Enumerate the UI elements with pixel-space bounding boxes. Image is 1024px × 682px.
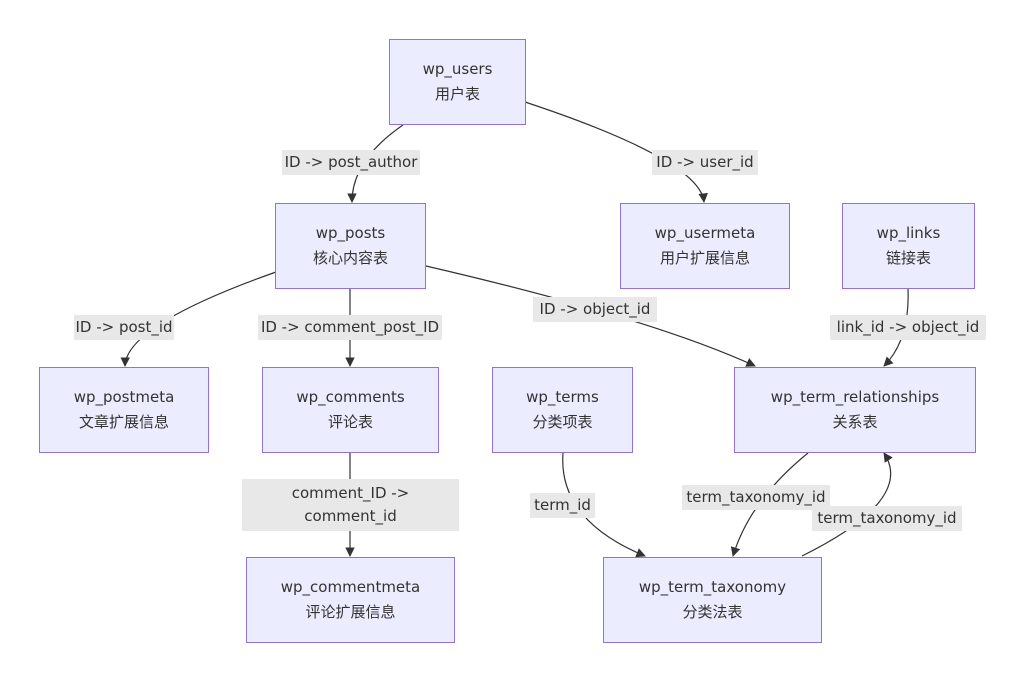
node-wp-links: wp_links 链接表 — [842, 203, 975, 289]
node-wp-users: wp_users 用户表 — [389, 39, 526, 125]
node-wp-term-relationships: wp_term_relationships 关系表 — [734, 367, 976, 453]
edge-label-posts-comments: ID -> comment_post_ID — [258, 315, 442, 340]
edge-label-posts-relationships: ID -> object_id — [533, 297, 657, 322]
node-wp-comments-desc: 评论表 — [327, 413, 373, 431]
edge-label-users-usermeta: ID -> user_id — [652, 150, 758, 175]
edge-label-comments-commentmeta: comment_ID -> comment_id — [242, 479, 459, 531]
node-wp-posts-desc: 核心内容表 — [312, 249, 388, 267]
node-wp-commentmeta: wp_commentmeta 评论扩展信息 — [246, 557, 455, 643]
node-wp-term-relationships-desc: 关系表 — [832, 413, 878, 431]
node-wp-commentmeta-name: wp_commentmeta — [280, 578, 421, 596]
node-wp-terms-desc: 分类项表 — [532, 413, 593, 431]
node-wp-comments-name: wp_comments — [296, 388, 405, 406]
node-wp-term-relationships-name: wp_term_relationships — [770, 388, 940, 406]
node-wp-usermeta-name: wp_usermeta — [654, 224, 756, 242]
node-wp-users-name: wp_users — [422, 60, 493, 78]
edge-label-terms-taxonomy: term_id — [530, 493, 595, 518]
node-wp-usermeta-desc: 用户扩展信息 — [659, 249, 750, 267]
node-wp-terms: wp_terms 分类项表 — [492, 367, 633, 453]
edge-taxonomy-relationships — [801, 452, 893, 557]
edge-label-relationships-taxonomy: term_taxonomy_id — [682, 485, 830, 510]
node-wp-terms-name: wp_terms — [526, 388, 599, 406]
node-wp-term-taxonomy: wp_term_taxonomy 分类法表 — [603, 557, 822, 643]
edge-label-posts-postmeta: ID -> post_id — [74, 315, 174, 340]
node-wp-postmeta: wp_postmeta 文章扩展信息 — [39, 367, 209, 453]
node-wp-usermeta: wp_usermeta 用户扩展信息 — [620, 203, 790, 289]
node-wp-comments: wp_comments 评论表 — [262, 367, 439, 453]
node-wp-posts-name: wp_posts — [315, 224, 386, 242]
node-wp-term-taxonomy-name: wp_term_taxonomy — [638, 578, 787, 596]
node-wp-postmeta-desc: 文章扩展信息 — [78, 413, 169, 431]
node-wp-posts: wp_posts 核心内容表 — [275, 203, 426, 289]
edge-label-users-posts: ID -> post_author — [282, 150, 420, 175]
node-wp-term-taxonomy-desc: 分类法表 — [682, 603, 743, 621]
node-wp-users-desc: 用户表 — [434, 85, 480, 103]
edge-label-taxonomy-relationships: term_taxonomy_id — [812, 506, 962, 531]
node-wp-commentmeta-desc: 评论扩展信息 — [305, 603, 396, 621]
node-wp-links-desc: 链接表 — [885, 249, 931, 267]
node-wp-links-name: wp_links — [876, 224, 941, 242]
node-wp-postmeta-name: wp_postmeta — [73, 388, 175, 406]
edge-label-links-relationships: link_id -> object_id — [830, 315, 986, 340]
